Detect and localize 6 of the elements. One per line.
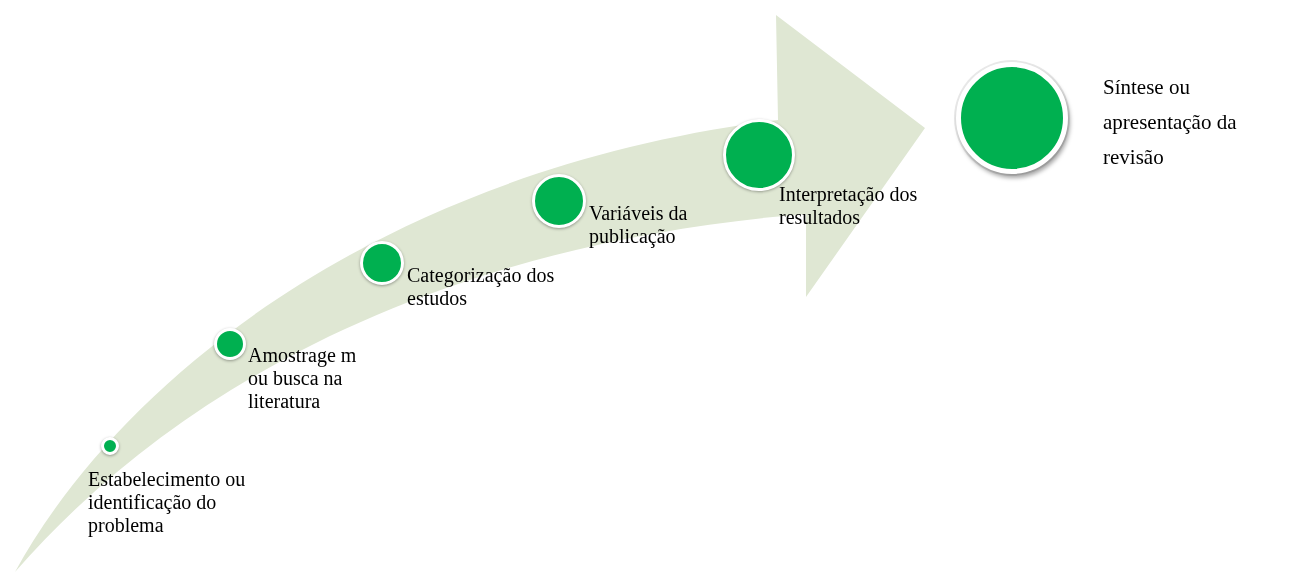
step-label: Estabelecimento ou identificação do problema <box>88 468 247 537</box>
step-label: Síntese ou apresentação da revisão <box>1103 74 1238 171</box>
step-label: Variáveis da publicação <box>589 202 689 248</box>
step-label: Interpretação dos resultados <box>779 183 919 229</box>
step-label: Categorização dos estudos <box>407 264 556 310</box>
step-label: Amostrage m ou busca na literatura <box>248 344 358 413</box>
